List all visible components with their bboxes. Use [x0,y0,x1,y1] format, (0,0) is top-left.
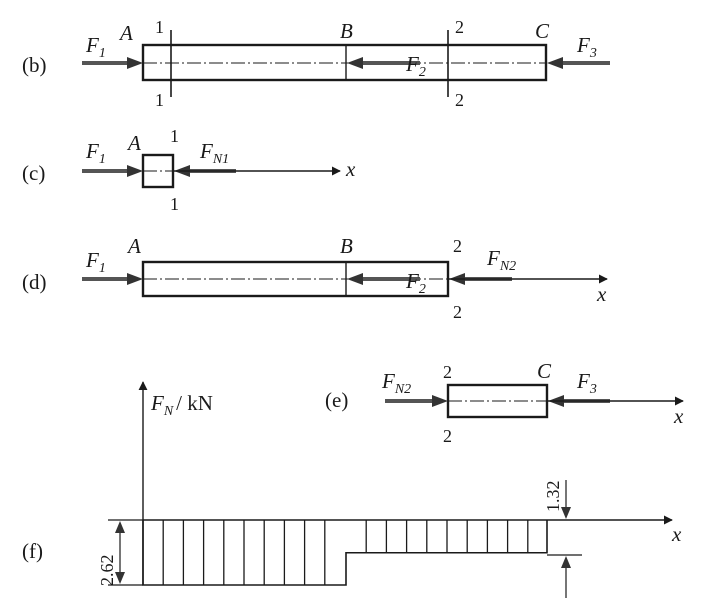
point-label-c-e: C [537,359,552,383]
force-f1-label: F1 [85,33,106,61]
force-f2-label-d: F2 [405,269,426,297]
panel-f: (f) FN/ kN x 2.62 1.32 [22,381,682,598]
section-label-2-e-bottom: 2 [443,426,452,446]
dim-left-arrow-up [115,521,125,533]
panel-label-c: (c) [22,161,45,185]
dim-label-2-62: 2.62 [97,555,117,587]
force-fn2-arrowhead-e [432,395,448,407]
panel-label-f: (f) [22,539,43,563]
force-f2-arrowhead [347,57,363,69]
point-label-c: C [535,19,550,43]
section-label-1-c-top: 1 [170,126,179,146]
force-fn2-label-d: FN2 [486,246,516,274]
panel-label-e: (e) [325,388,348,412]
dim-right-arrow-down [561,507,571,519]
panel-e: (e) 2 2 C FN2 F3 x [325,359,684,446]
section-label-2-bottom: 2 [455,90,464,110]
force-f1-label-d: F1 [85,248,106,276]
fn-x-axis-label: x [671,522,682,546]
force-f2-label: F2 [405,52,426,80]
section-label-2-top: 2 [455,17,464,37]
x-axis-label-e: x [673,404,684,428]
point-label-a-d: A [126,234,141,258]
force-f2-arrowhead-d [347,273,363,285]
panel-label-b: (b) [22,53,47,77]
force-f1-arrowhead-d [127,273,143,285]
x-axis-label-d: x [596,282,607,306]
section-label-2-e-top: 2 [443,362,452,382]
force-fn1-label: FN1 [199,139,229,167]
fn-diagram-hatching [162,520,529,585]
section-label-1-top: 1 [155,17,164,37]
dim-left-arrow-down [115,572,125,584]
x-axis-label-c: x [345,157,356,181]
point-label-b-d: B [340,234,353,258]
dim-label-1-32: 1.32 [543,481,563,513]
section-label-2-d-bottom: 2 [453,302,462,322]
panel-b: (b) 1 1 2 2 A B C F1 F2 F3 [22,17,610,110]
force-f1-arrowhead [127,57,143,69]
force-fn2-label-e: FN2 [381,369,411,397]
panel-d: (d) A B 2 2 F1 F2 FN2 x [22,234,608,322]
point-label-a-c: A [126,131,141,155]
dim-right-arrow-up [561,556,571,568]
force-f3-label: F3 [576,33,597,61]
section-label-2-d-top: 2 [453,236,462,256]
force-f3-label-e: F3 [576,369,597,397]
force-f1-arrowhead-c [127,165,143,177]
panel-label-d: (d) [22,270,47,294]
point-label-a: A [118,21,133,45]
force-f1-label-c: F1 [85,139,106,167]
section-label-1-c-bottom: 1 [170,194,179,214]
fn-y-axis-label: FN/ kN [150,391,213,419]
panel-c: (c) A 1 1 F1 FN1 x [22,126,356,214]
fn-diagram-outline [142,520,548,586]
force-f3-arrowhead [547,57,563,69]
point-label-b: B [340,19,353,43]
section-label-1-bottom: 1 [155,90,164,110]
